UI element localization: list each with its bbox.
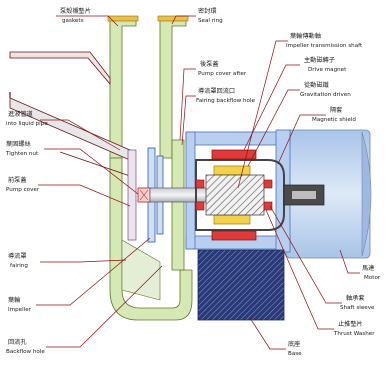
label-fairing-zh: 導流罩 (8, 252, 27, 260)
drive-magnet-bottom (211, 230, 257, 241)
label-tighten-nut-zh: 葉固螺絲 (6, 140, 31, 148)
thrust-washer-bottom (263, 201, 273, 211)
label-backflow-zh: 回流孔 (8, 338, 27, 346)
inner-rotor (205, 174, 265, 216)
outlet-pipe-left-wall (109, 19, 137, 159)
label-pump-cover-after-en: Pump cover after (198, 71, 247, 77)
label-seal-ring-zh: 密封環 (198, 7, 217, 15)
label-shaft-zh: 葉輪傳動軸 (290, 32, 321, 40)
leader-motor (339, 249, 360, 274)
label-magnetic-shield-zh: 隔套 (330, 106, 342, 114)
label-pump-cover-zh: 前泵蓋 (8, 176, 27, 184)
outlet-gasket-right (157, 15, 189, 22)
label-backflow-en: Backflow hole (6, 349, 45, 355)
leader-shaft (237, 40, 288, 189)
leader-pump-cover (38, 184, 131, 207)
label-gaskets-en: gaskets (62, 18, 84, 24)
leader-fairing-backflow (181, 95, 196, 146)
label-thrust-washer-en: Thrust Washer (333, 331, 375, 337)
pump-cover-after-part (171, 139, 185, 271)
label-pump-cover-after-zh: 後泵蓋 (200, 60, 219, 68)
shaft-sleeve-left (195, 179, 205, 189)
label-shaft-en: Impeller transmission shaft (286, 43, 363, 49)
outlet-gasket-left (107, 15, 139, 22)
label-drive-magnet-zh: 主動磁轉子 (304, 56, 335, 64)
magnetic-shield (195, 159, 285, 231)
drive-magnet-top (211, 149, 257, 160)
label-tighten-nut-en: Tighten nut (5, 151, 39, 157)
leader-lines (36, 15, 360, 350)
leader-pump-cover-after (179, 68, 196, 141)
leader-drive-magnet (243, 64, 300, 151)
leader-inlet (40, 119, 121, 151)
label-base-en: Base (288, 351, 302, 357)
label-thrust-washer-zh: 止推墊片 (338, 320, 363, 328)
leader-backflow (46, 265, 163, 348)
label-fairing-backflow-zh: 導流罩回流口 (198, 87, 235, 95)
leader-thrust-washer (265, 209, 334, 330)
outlet-elbow-left (9, 51, 111, 86)
leader-gravitation (247, 89, 300, 167)
label-shaft-sleeve-en: Shaft sleeve (340, 305, 375, 311)
label-seal-ring-en: Seal ring (198, 18, 223, 24)
motor-shaft-highlight (292, 191, 316, 199)
thrust-washer-top (263, 179, 273, 189)
tighten-nut (137, 187, 151, 203)
label-motor-zh: 馬達 (362, 264, 374, 272)
front-pump-cover (127, 149, 137, 241)
label-gravitation-en: Gravitation driven (300, 92, 351, 98)
leader-gaskets (56, 15, 119, 27)
driven-magnet-top (213, 165, 251, 176)
fairing (121, 239, 161, 301)
label-impeller-en: Impeller (8, 307, 32, 313)
label-fairing-backflow-en: Fairing backflow hole (196, 98, 256, 104)
inlet-pipe-bottom (59, 151, 131, 177)
label-inlet-en: into liquid pipe (6, 121, 48, 127)
leader-tighten-nut (44, 148, 139, 195)
label-fairing-en: fairing (10, 263, 28, 269)
shaft-sleeve-left-bottom (195, 201, 205, 211)
leader-magnetic-shield (277, 114, 326, 165)
label-impeller-zh: 葉輪 (8, 296, 21, 304)
label-gravitation-zh: 從動磁鐵 (304, 81, 329, 89)
label-gaskets-zh: 泵殼襯墊片 (60, 7, 91, 15)
labels: 泵殼襯墊片 gaskets 密封環 Seal ring 後泵蓋 Pump cov… (5, 7, 381, 357)
motor-body (285, 129, 372, 259)
label-pump-cover-en: Pump cover (6, 187, 40, 193)
label-drive-magnet-en: Drive magnet (308, 67, 347, 73)
label-shaft-sleeve-zh: 軸承套 (346, 294, 365, 302)
pump-base (197, 249, 285, 321)
leader-fairing (40, 259, 127, 263)
label-inlet-zh: 進液管道 (8, 110, 33, 118)
leader-seal-ring (171, 15, 196, 25)
label-base-zh: 底座 (288, 340, 300, 348)
leader-shaft-sleeve (269, 205, 342, 304)
driven-magnet-bottom (213, 214, 251, 225)
leader-base (249, 317, 286, 350)
outlet-pipe-right-wall (159, 19, 187, 159)
label-motor-en: Motor (364, 275, 381, 281)
label-magnetic-shield-en: Magnetic shield (312, 117, 356, 123)
leader-impeller (36, 237, 151, 306)
